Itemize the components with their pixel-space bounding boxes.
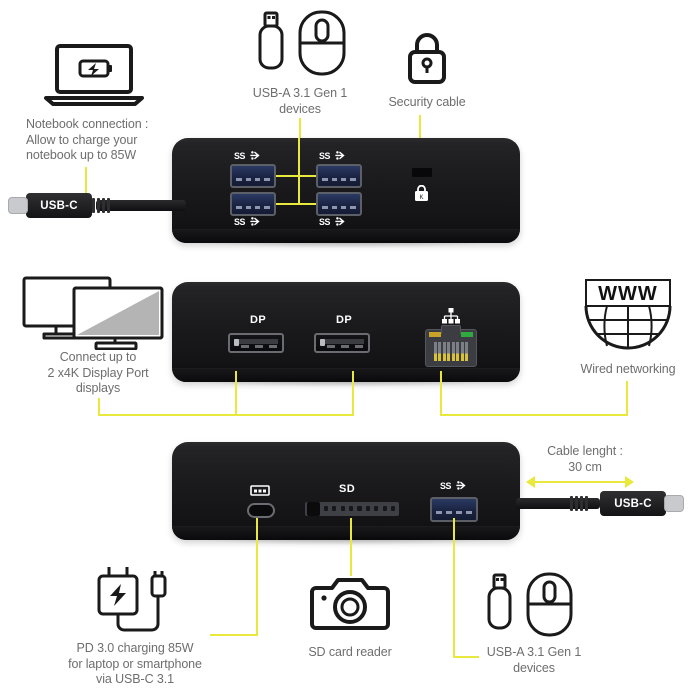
svg-text:SS: SS <box>234 217 246 227</box>
svg-text:SS: SS <box>319 151 331 161</box>
cable-strain-relief-top <box>92 198 110 213</box>
svg-text:SS: SS <box>319 217 331 227</box>
charger-bolt-icon <box>90 562 176 638</box>
leader-usb-v <box>298 138 300 204</box>
camera-icon <box>308 574 392 636</box>
usb-a-port-bottom[interactable] <box>430 497 478 522</box>
usb-c-plug-top: USB-C <box>26 193 92 218</box>
leader-usb-a-bottom-h <box>453 656 479 658</box>
dp-slot <box>233 338 279 344</box>
dock-lip <box>172 229 520 243</box>
leader-displays-h <box>98 414 354 416</box>
usb-pins <box>322 205 356 209</box>
dock-front-panel: SS SS SS SS <box>172 138 520 248</box>
ss-logo-3: SS <box>234 216 264 228</box>
security-callout-text: Security cable <box>388 95 466 109</box>
kensington-lock-icon: K <box>414 185 429 202</box>
notebook-callout-text: Notebook connection : Allow to charge yo… <box>26 117 149 162</box>
usb-drive-and-mouse-icon-top <box>250 8 348 80</box>
usb-a-port-2[interactable] <box>316 164 362 188</box>
leader-dp2 <box>352 371 354 415</box>
dp-label-2: DP <box>336 314 353 326</box>
usb-pins <box>322 177 356 181</box>
laptop-charging-icon <box>40 40 148 108</box>
leader-usb-h-bottom <box>276 203 316 205</box>
globe-www-icon: WWW <box>578 278 678 356</box>
cable-length-arrow-right <box>625 476 634 488</box>
svg-text:SS: SS <box>234 151 246 161</box>
rj45-contacts <box>434 342 468 361</box>
displays-callout-text: Connect up to 2 x4K Display Port display… <box>47 350 149 395</box>
cable-length-arrow-left <box>526 476 535 488</box>
dock-cable-bottom <box>516 498 600 509</box>
usb-c-plug-bottom: USB-C <box>600 491 666 516</box>
leader-usb-h-top <box>276 175 316 177</box>
leader-network-h <box>440 414 628 416</box>
usb-a-port-4[interactable] <box>316 192 362 216</box>
dock-lip <box>172 526 520 540</box>
rj45-tab <box>441 325 461 334</box>
dock-rear-panel: DP DP <box>172 282 520 387</box>
usb-c-plug-tip-top <box>8 197 28 214</box>
svg-text:SS: SS <box>440 481 452 491</box>
ss-logo-bottom: SS <box>440 480 470 492</box>
usb-a-port-1[interactable] <box>230 164 276 188</box>
rj45-led-amber <box>429 332 441 337</box>
usb-drive-and-mouse-icon-bottom <box>480 570 576 640</box>
sd-contacts <box>323 505 396 511</box>
leader-usb-a-bottom-v <box>453 518 455 658</box>
usb-c-plug-label-top: USB-C <box>40 199 78 212</box>
leader-rj45 <box>440 371 442 415</box>
usb-a-bottom-callout-text: USB-A 3.1 Gen 1 devices <box>486 645 582 675</box>
usb-pins <box>236 177 270 181</box>
dp-notch <box>234 338 239 347</box>
usb-c-plug-label-bottom: USB-C <box>614 497 652 510</box>
sd-slot-lip <box>306 502 321 516</box>
network-callout-text: Wired networking <box>580 362 676 376</box>
ethernet-port[interactable] <box>425 325 477 367</box>
dock-side-panel: SD SS <box>172 442 520 545</box>
sd-reader-callout-text: SD card reader <box>308 645 392 659</box>
ss-logo-2: SS <box>319 150 349 162</box>
dp-teeth <box>241 344 277 348</box>
sd-card-slot[interactable] <box>305 502 399 516</box>
dock-lip <box>172 368 520 382</box>
cable-length-arrow-line <box>534 481 626 483</box>
kensington-lock-slot[interactable] <box>412 168 432 177</box>
dp-notch <box>320 338 325 347</box>
dual-monitors-icon <box>18 274 178 350</box>
power-delivery-callout-text: PD 3.0 charging 85W for laptop or smartp… <box>68 641 202 686</box>
svg-text:K: K <box>419 195 423 201</box>
ss-logo-4: SS <box>319 216 349 228</box>
ss-logo-1: SS <box>234 150 264 162</box>
leader-sd <box>350 518 352 576</box>
leader-displays-v <box>98 398 100 416</box>
dp-teeth <box>327 344 363 348</box>
usb-c-plug-tip-bottom <box>664 495 684 512</box>
svg-text:WWW: WWW <box>598 283 658 305</box>
leader-notebook <box>85 167 87 203</box>
rj45-led-green <box>461 332 473 337</box>
ethernet-icon <box>441 308 461 324</box>
dock-cable-top <box>96 200 186 211</box>
dc-power-icon <box>250 485 270 496</box>
leader-network-v <box>626 381 628 415</box>
usb-a-top-callout-text: USB-A 3.1 Gen 1 devices <box>252 86 348 116</box>
displayport-2[interactable] <box>314 333 370 353</box>
leader-dp1 <box>235 371 237 415</box>
displayport-1[interactable] <box>228 333 284 353</box>
padlock-icon <box>404 30 450 86</box>
cable-length-callout-text: Cable lenght : 30 cm <box>547 444 623 474</box>
dp-slot <box>319 338 365 344</box>
leader-pd-h <box>210 634 258 636</box>
usb-pins <box>236 205 270 209</box>
usb-a-port-3[interactable] <box>230 192 276 216</box>
cable-strain-relief-bottom <box>570 496 588 511</box>
usb-pins <box>436 511 472 515</box>
usb-c-power-port[interactable] <box>247 503 275 518</box>
leader-pd-v <box>256 518 258 636</box>
sd-label: SD <box>339 483 356 495</box>
dp-label-1: DP <box>250 314 267 326</box>
